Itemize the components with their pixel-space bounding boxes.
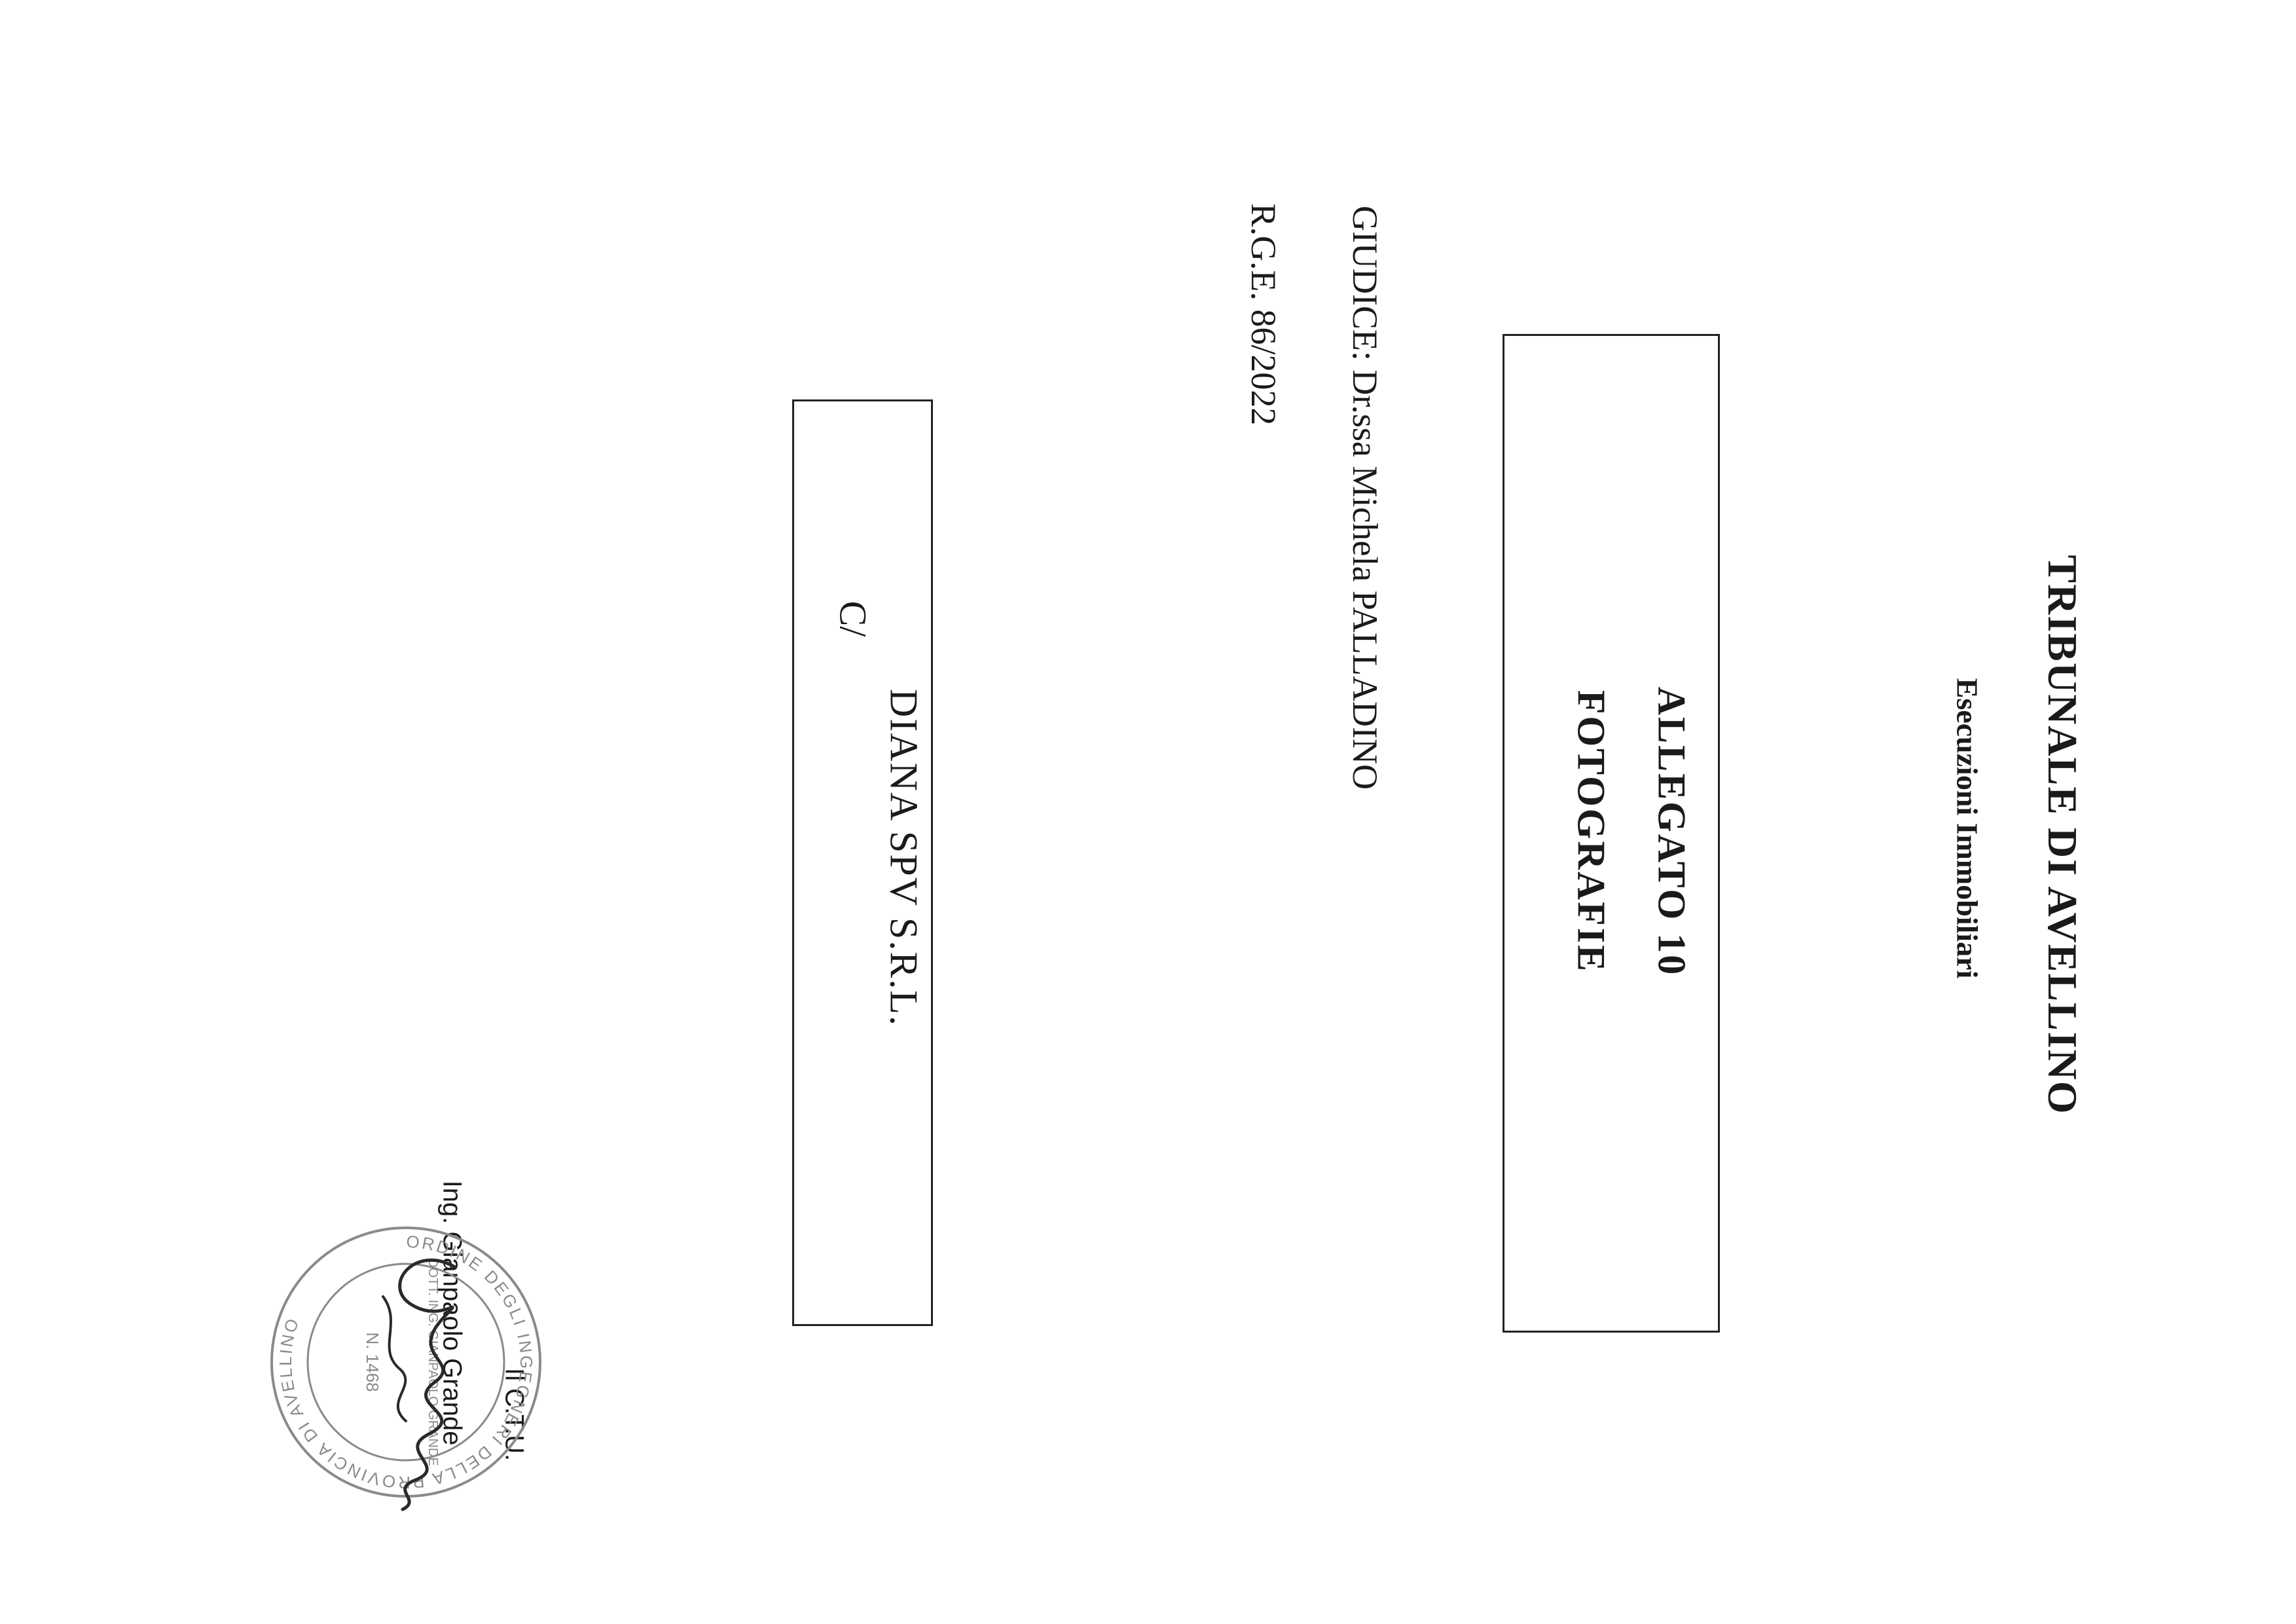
against-marker: C/	[831, 600, 875, 637]
parties-box	[792, 399, 933, 1326]
debtor-name: DIANA SPV S.R.L.	[882, 688, 926, 1027]
professional-seal: ORDINE DEGLI INGEGNERI DELLA PROVINCIA D…	[270, 1227, 541, 1511]
judge-line: GIUDICE: Dr.ssa Michela PALLADINO	[1345, 206, 1385, 790]
seal-inner-ring	[306, 1263, 505, 1462]
handwritten-signature-stroke	[382, 1295, 407, 1422]
attachment-subtitle: FOTOGRAFIE	[1569, 690, 1613, 974]
court-section: Esecuzioni Immobiliari	[1950, 678, 1984, 979]
attachment-title: ALLEGATO 10	[1650, 686, 1694, 977]
handwritten-signature	[398, 1258, 457, 1511]
court-title: TRIBUNALE DI AVELLINO	[2039, 555, 2086, 1115]
attachment-box	[1503, 334, 1720, 1333]
seal-number: N. 1468	[363, 1332, 382, 1392]
seal-outer-ring	[270, 1227, 541, 1498]
case-number: R.G.E. 86/2022	[1244, 203, 1283, 426]
